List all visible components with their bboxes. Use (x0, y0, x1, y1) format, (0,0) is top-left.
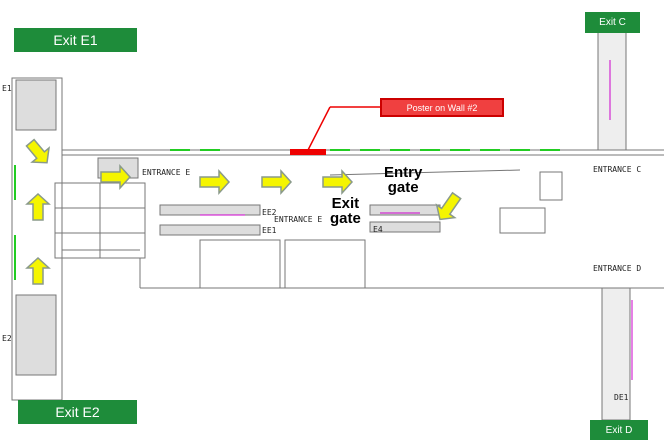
exit-e2-sign: Exit E2 (18, 400, 137, 424)
exit-d-sign: Exit D (590, 420, 648, 440)
escalator-ee1 (159, 224, 261, 236)
entrance-d-label: ENTRANCE D (593, 264, 642, 273)
entry-gate-line1: Entry (384, 164, 423, 181)
escalator-e4-bottom (369, 221, 441, 233)
exit-gate-line1: Exit (331, 195, 360, 212)
arrow-icon (261, 169, 293, 195)
arrow-icon (100, 164, 132, 190)
arrow-icon (199, 169, 231, 195)
exit-gate-line2: gate (330, 210, 361, 227)
arrow-icon (25, 256, 51, 285)
poster-location-marker (290, 149, 326, 155)
entrance-c-label: ENTRANCE C (593, 165, 642, 174)
ee2-label: EE2 (262, 208, 277, 217)
e4-label: E4 (373, 225, 383, 234)
arrow-icon (25, 192, 51, 221)
exit-e1-sign: Exit E1 (14, 28, 137, 52)
escalator-e2 (15, 294, 57, 376)
entry-gate-label: Entry gate (384, 165, 422, 195)
exit-c-sign: Exit C (585, 12, 640, 33)
e1-label: E1 (2, 84, 12, 93)
exit-gate-label: Exit gate (330, 196, 361, 226)
kiosk (539, 171, 563, 201)
poster-callout: Poster on Wall #2 (380, 98, 504, 117)
escalator-ee2 (159, 204, 261, 216)
escalator-d (601, 287, 631, 421)
escalator-e1 (15, 79, 57, 131)
arrow-icon (435, 191, 462, 221)
entry-gate-line2: gate (387, 179, 419, 196)
arrow-icon (25, 138, 51, 164)
e2-label: E2 (2, 334, 12, 343)
de1-label: DE1 (614, 393, 629, 402)
escalator-c (597, 29, 627, 151)
entrance-e-label: ENTRANCE E (142, 168, 191, 177)
arrow-icon (322, 169, 354, 195)
ee1-label: EE1 (262, 226, 277, 235)
entrance-e-label: ENTRANCE E (274, 215, 323, 224)
